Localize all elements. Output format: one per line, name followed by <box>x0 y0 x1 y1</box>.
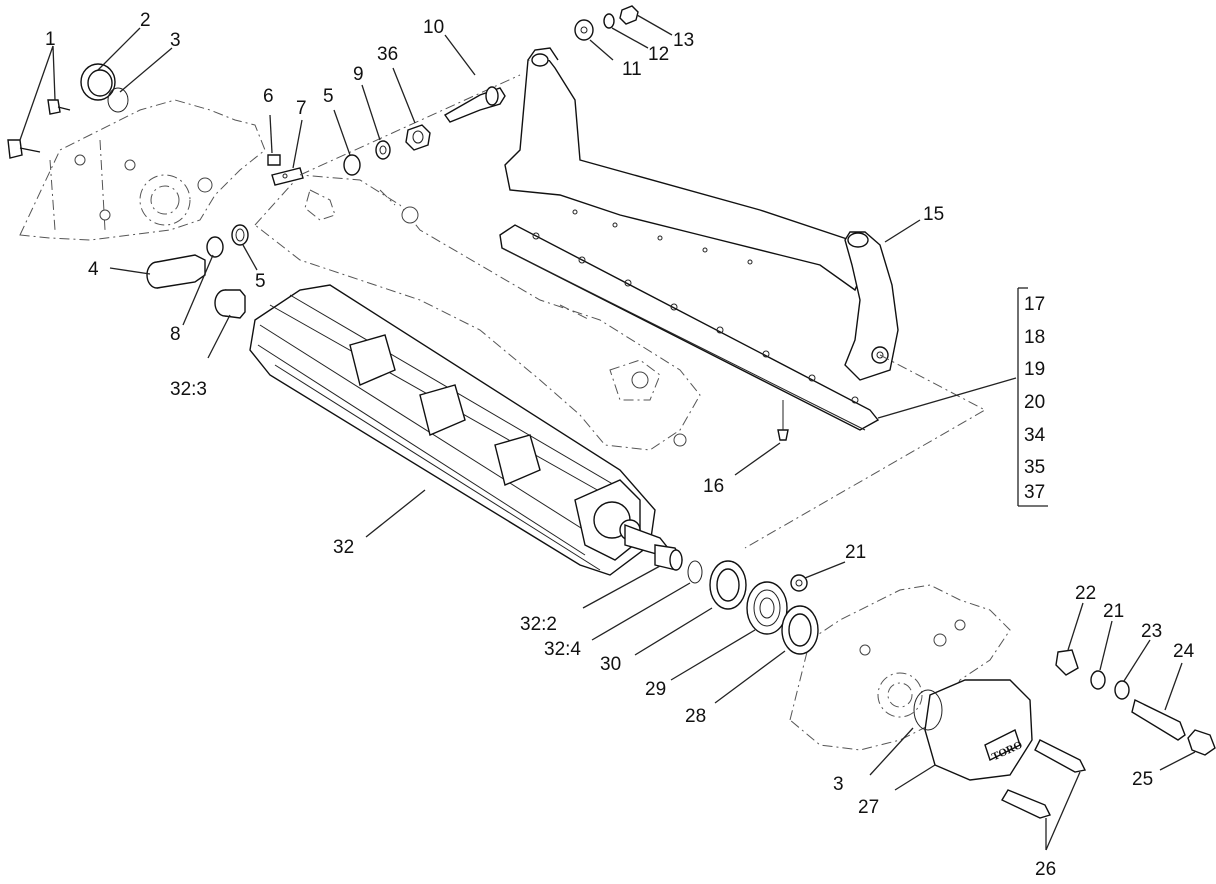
callout-26: 26 <box>1035 859 1056 880</box>
right-side-plate <box>789 584 1011 751</box>
group-item-label: 35 <box>1024 457 1045 478</box>
callout-10: 10 <box>423 17 444 38</box>
reel-right-bearing <box>654 544 683 571</box>
bedbar-right-arm <box>844 231 899 381</box>
group-item-label: 20 <box>1024 392 1045 413</box>
callout-5-lower: 5 <box>255 271 266 292</box>
callout-36: 36 <box>377 44 398 65</box>
nut-36 <box>405 124 431 151</box>
bedknife-group-labels: 17 18 19 20 34 35 37 <box>1024 294 1046 503</box>
washer-9 <box>375 140 391 160</box>
callout-4: 4 <box>88 259 99 280</box>
reel-left-bearing <box>214 289 246 319</box>
callout-11: 11 <box>622 59 642 80</box>
callout-15: 15 <box>923 204 944 225</box>
lockwasher-12 <box>603 13 615 29</box>
callout-13: 13 <box>673 30 694 51</box>
callout-9: 9 <box>353 64 364 85</box>
callout-1: 1 <box>45 29 56 50</box>
left-oring <box>107 87 129 113</box>
left-side-plate <box>19 99 266 241</box>
callout-21-lower: 21 <box>1103 601 1124 622</box>
nut-13 <box>619 5 639 25</box>
shaft-24 <box>1131 698 1186 741</box>
end-cover-27: TORO <box>924 679 1033 781</box>
callout-25: 25 <box>1132 769 1153 790</box>
washer-21b <box>1090 670 1106 690</box>
callout-6: 6 <box>263 86 274 107</box>
callout-30: 30 <box>600 654 621 675</box>
group-item-label: 34 <box>1024 425 1046 446</box>
seal-28 <box>781 605 819 655</box>
seal-30 <box>709 560 747 610</box>
upper-bushing-5 <box>343 154 361 176</box>
left-seal-8 <box>206 236 224 258</box>
callout-labels: 1 2 3 4 5 5 6 7 8 9 10 11 12 13 15 16 21… <box>45 10 1195 880</box>
callout-27: 27 <box>858 797 879 818</box>
bracket-plate <box>271 167 304 186</box>
bolts-26 <box>1001 739 1087 819</box>
callout-32: 32 <box>333 537 354 558</box>
callout-5-upper: 5 <box>323 86 334 107</box>
spacer-22 <box>1055 649 1079 676</box>
callout-32-4: 32:4 <box>544 639 581 660</box>
callout-29: 29 <box>645 679 666 700</box>
bedknife <box>499 224 880 431</box>
oring-3b <box>913 689 943 731</box>
callout-12: 12 <box>648 44 669 65</box>
callout-16: 16 <box>703 476 724 497</box>
callout-28: 28 <box>685 706 706 727</box>
washer-11 <box>574 19 594 41</box>
group-item-label: 37 <box>1024 482 1045 503</box>
retaining-ring-32-4 <box>687 560 703 584</box>
shaft-10 <box>443 86 506 123</box>
group-item-label: 18 <box>1024 327 1045 348</box>
callout-3: 3 <box>170 30 181 51</box>
callout-32-2: 32:2 <box>520 614 557 635</box>
leader-lines <box>19 14 1196 851</box>
callout-21-upper: 21 <box>845 542 866 563</box>
washer-21a <box>790 574 808 592</box>
drive-shaft-gear <box>146 254 206 289</box>
callout-2: 2 <box>140 10 151 31</box>
group-item-label: 19 <box>1024 359 1045 380</box>
bearing-29 <box>746 581 788 635</box>
washer-23 <box>1114 680 1130 700</box>
left-bushing-5 <box>231 224 249 246</box>
group-item-label: 17 <box>1024 294 1045 315</box>
callout-23: 23 <box>1141 621 1162 642</box>
bedknife-screw <box>777 400 789 441</box>
left-seal-ring <box>80 63 116 101</box>
callout-24: 24 <box>1173 641 1195 662</box>
callout-8: 8 <box>170 324 181 345</box>
callout-7: 7 <box>296 98 307 119</box>
callout-3-lower: 3 <box>833 774 844 795</box>
callout-32-3: 32:3 <box>170 379 207 400</box>
grease-fitting <box>267 154 281 166</box>
bolt-25 <box>1187 729 1216 756</box>
center-frame <box>254 174 701 451</box>
bedknife-group-bracket <box>1017 287 1048 507</box>
reel <box>249 284 669 576</box>
callout-22: 22 <box>1075 583 1096 604</box>
